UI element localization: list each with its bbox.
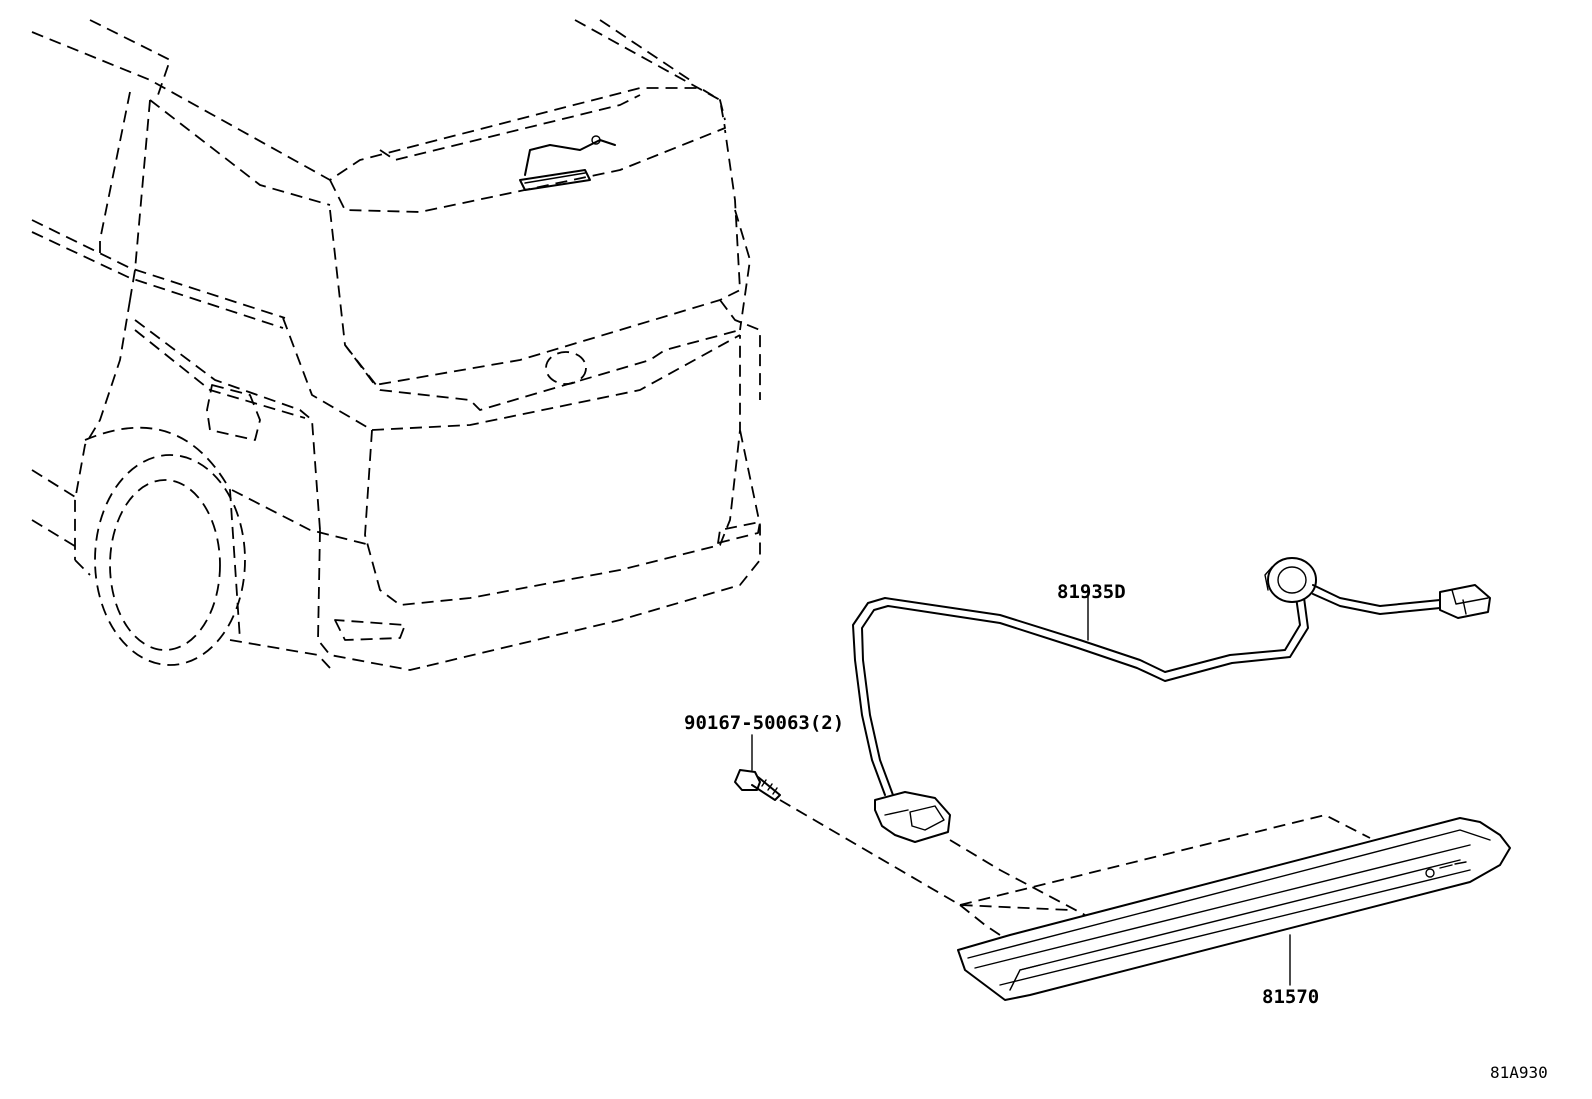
screw-part[interactable] bbox=[734, 734, 781, 801]
vehicle-phantom-outline bbox=[31, 19, 761, 671]
callout-screw: 90167-50063(2) bbox=[684, 712, 844, 734]
lamp-location-on-vehicle bbox=[519, 135, 616, 191]
installation-guide-lines bbox=[779, 799, 1371, 936]
callout-harness: 81935D bbox=[1057, 581, 1126, 603]
wire-harness-part[interactable] bbox=[852, 557, 1491, 843]
callout-stop-lamp: 81570 bbox=[1262, 986, 1319, 1008]
high-mount-stop-lamp-part[interactable] bbox=[957, 817, 1511, 1001]
catalog-figure-code: 81A930 bbox=[1490, 1063, 1548, 1082]
